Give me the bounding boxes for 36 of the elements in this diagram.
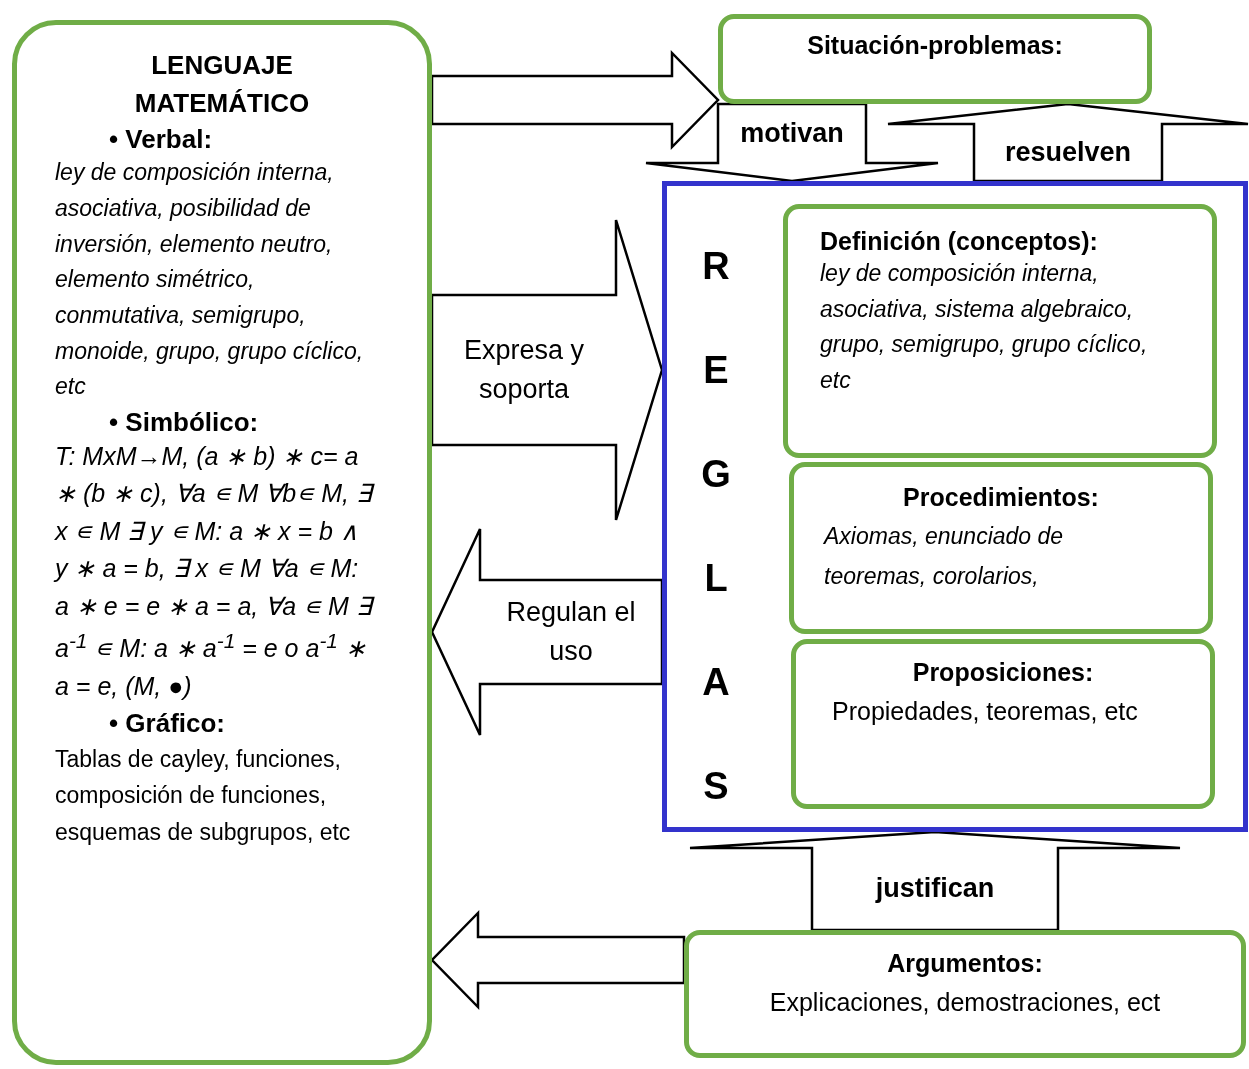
rounded-box bbox=[789, 462, 1213, 634]
box-heading: • Verbal: bbox=[108, 123, 214, 156]
box-heading: Definición (conceptos): bbox=[819, 226, 1099, 256]
edge-label: Expresa y soporta bbox=[462, 333, 586, 406]
box-heading: • Simbólico: bbox=[108, 405, 260, 438]
edge-label: resuelven bbox=[1003, 135, 1133, 169]
box-heading: Procedimientos: bbox=[902, 482, 1100, 513]
block-arrow bbox=[688, 830, 1182, 932]
rounded-box bbox=[791, 639, 1215, 809]
box-text: Explicaciones, demostraciones, ect bbox=[768, 987, 1162, 1018]
box-text: ley de composición interna, asociativa, posibilidad de inversión, elemento neutro, elemento simétrico, conmutativa, semigrupo, monoide, grupo, grupo cíclico, etc bbox=[54, 158, 365, 402]
edge-label: Regulan el uso bbox=[505, 595, 637, 668]
box-heading: LENGUAJE MATEMÁTICO bbox=[133, 49, 311, 120]
block-arrow bbox=[644, 102, 940, 183]
box-text: Axiomas, enunciado de teoremas, corolarios, bbox=[822, 522, 1065, 592]
box-heading: • Gráfico: bbox=[108, 706, 226, 739]
box-text: T: MxM→M, (a ∗ b) ∗ c= a ∗ (b ∗ c), ∀a ∊ M ∀b∊ M, ∃ x ∊ M ∃ y ∊ M: a ∗ x = b ∧ y ∗ a = b, ∃ x ∊ M ∀a ∊ M: a ∗ e = e ∗ a = a, ∀a ∊ M ∃ a$^{-1}$ ∊ M: a ∗ a$^{-1}$ = e o a$^{-1}$ ∗ a = e, (M, ●) bbox=[17, 437, 427, 706]
box-text: Propiedades, teoremas, etc bbox=[831, 696, 1139, 727]
box-text: Tablas de cayley, funciones, composición de funciones, esquemas de subgrupos, etc bbox=[54, 744, 352, 848]
box-text: ley de composición interna, asociativa, sistema algebraico, grupo, semigrupo, grupo cíclico, etc bbox=[819, 259, 1149, 395]
block-arrow bbox=[886, 102, 1249, 183]
rounded-box bbox=[783, 204, 1217, 458]
box-heading: Proposiciones: bbox=[911, 657, 1095, 688]
block-arrow bbox=[430, 527, 664, 737]
rounded-box bbox=[718, 14, 1152, 104]
block-arrow bbox=[430, 909, 686, 1011]
rounded-box bbox=[12, 20, 432, 1065]
rounded-box bbox=[684, 930, 1246, 1058]
block-arrow bbox=[430, 218, 664, 522]
box-heading: Argumentos: bbox=[886, 948, 1044, 979]
vertical-heading: REGLAS bbox=[700, 244, 732, 809]
frame-box bbox=[662, 181, 1248, 832]
block-arrow bbox=[430, 49, 720, 151]
edge-label: motivan bbox=[739, 116, 845, 150]
edge-label: justifican bbox=[874, 872, 996, 906]
box-heading: Situación-problemas: bbox=[806, 30, 1064, 61]
